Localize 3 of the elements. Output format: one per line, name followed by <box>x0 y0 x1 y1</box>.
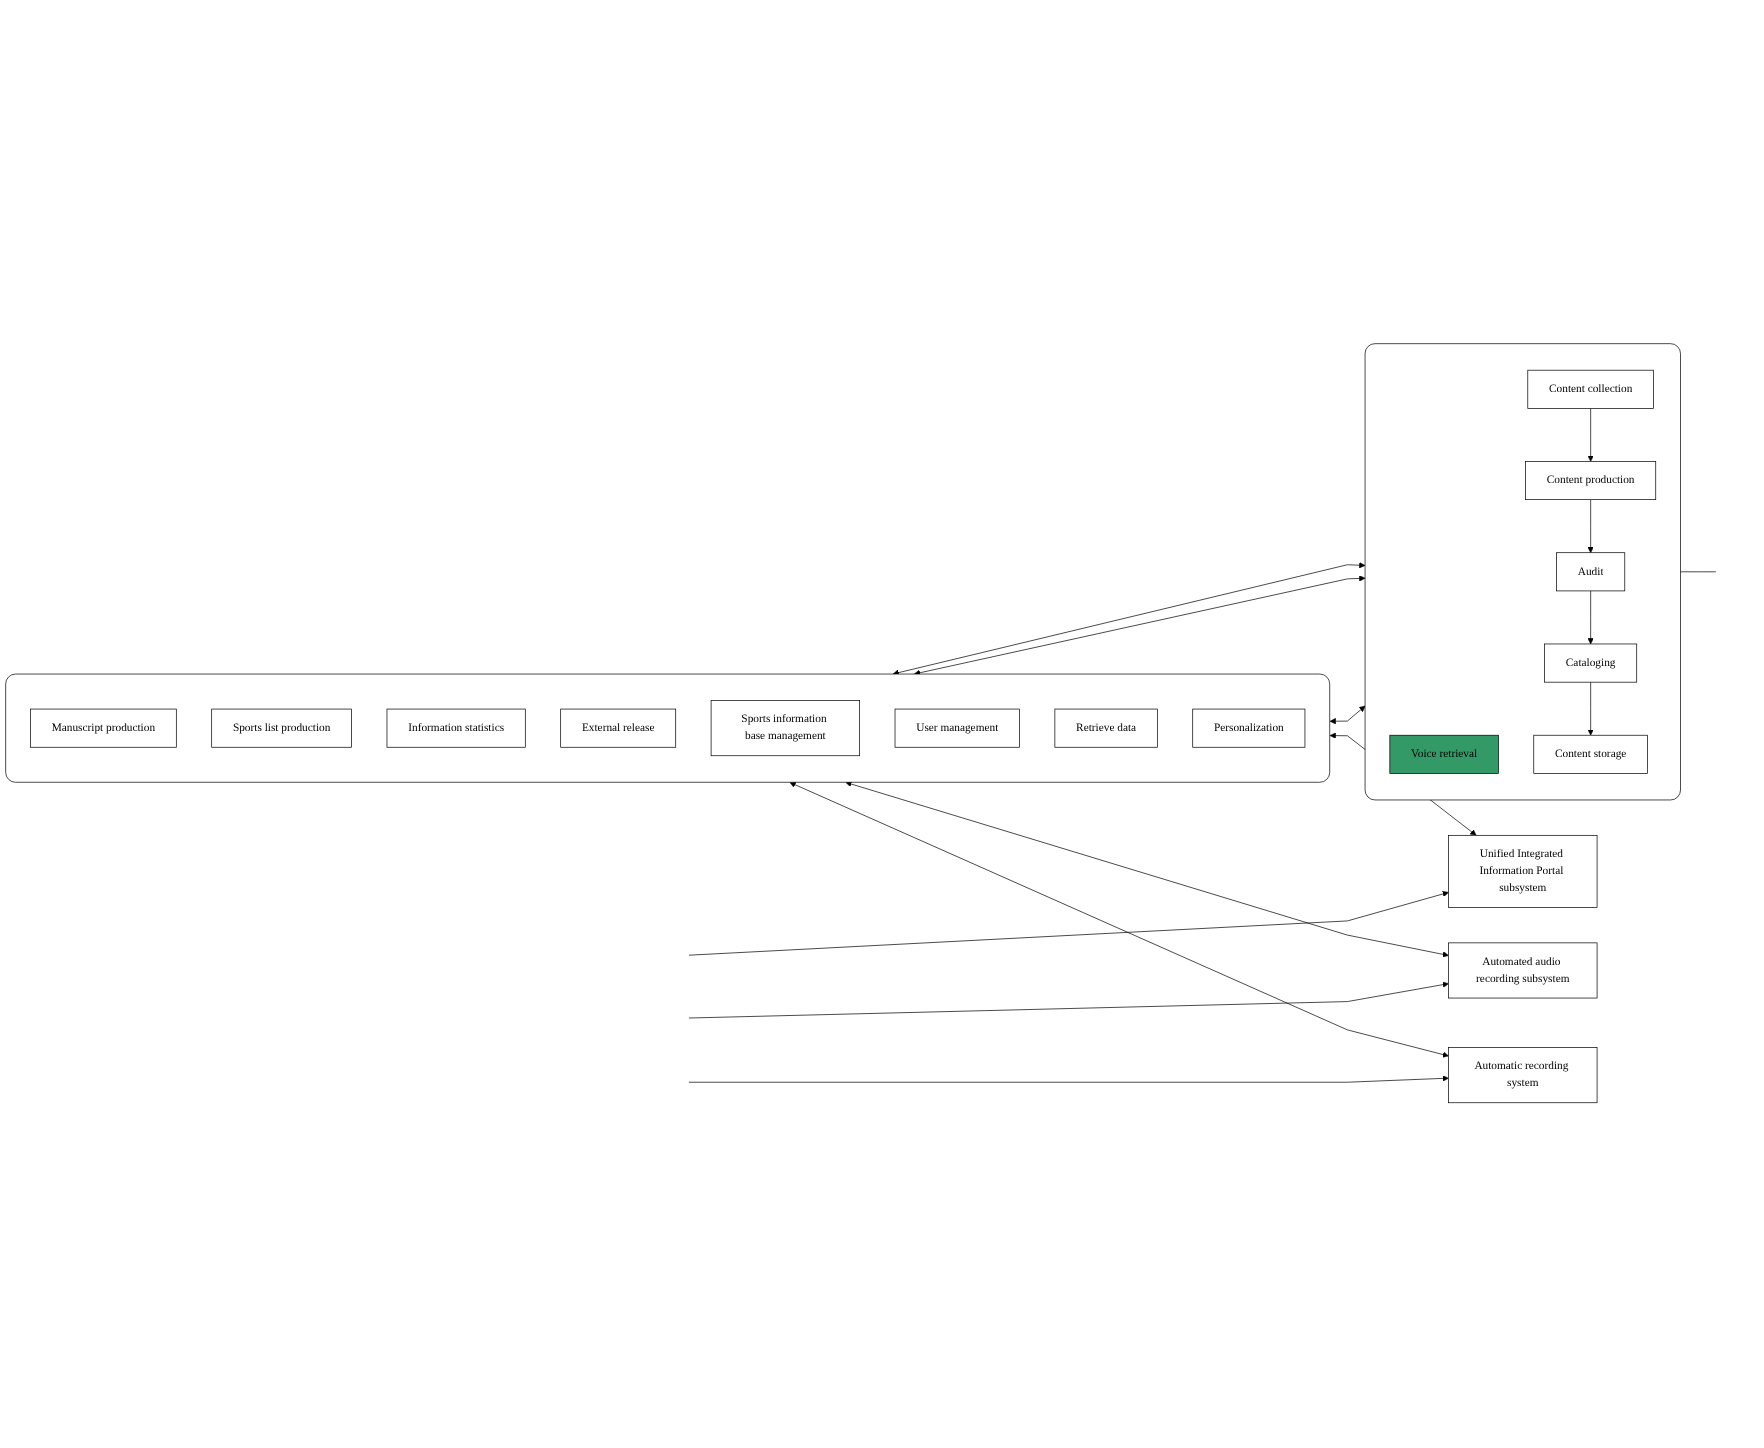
connector <box>1680 572 1717 573</box>
cluster <box>1364 344 1681 802</box>
cluster <box>5 674 1331 784</box>
